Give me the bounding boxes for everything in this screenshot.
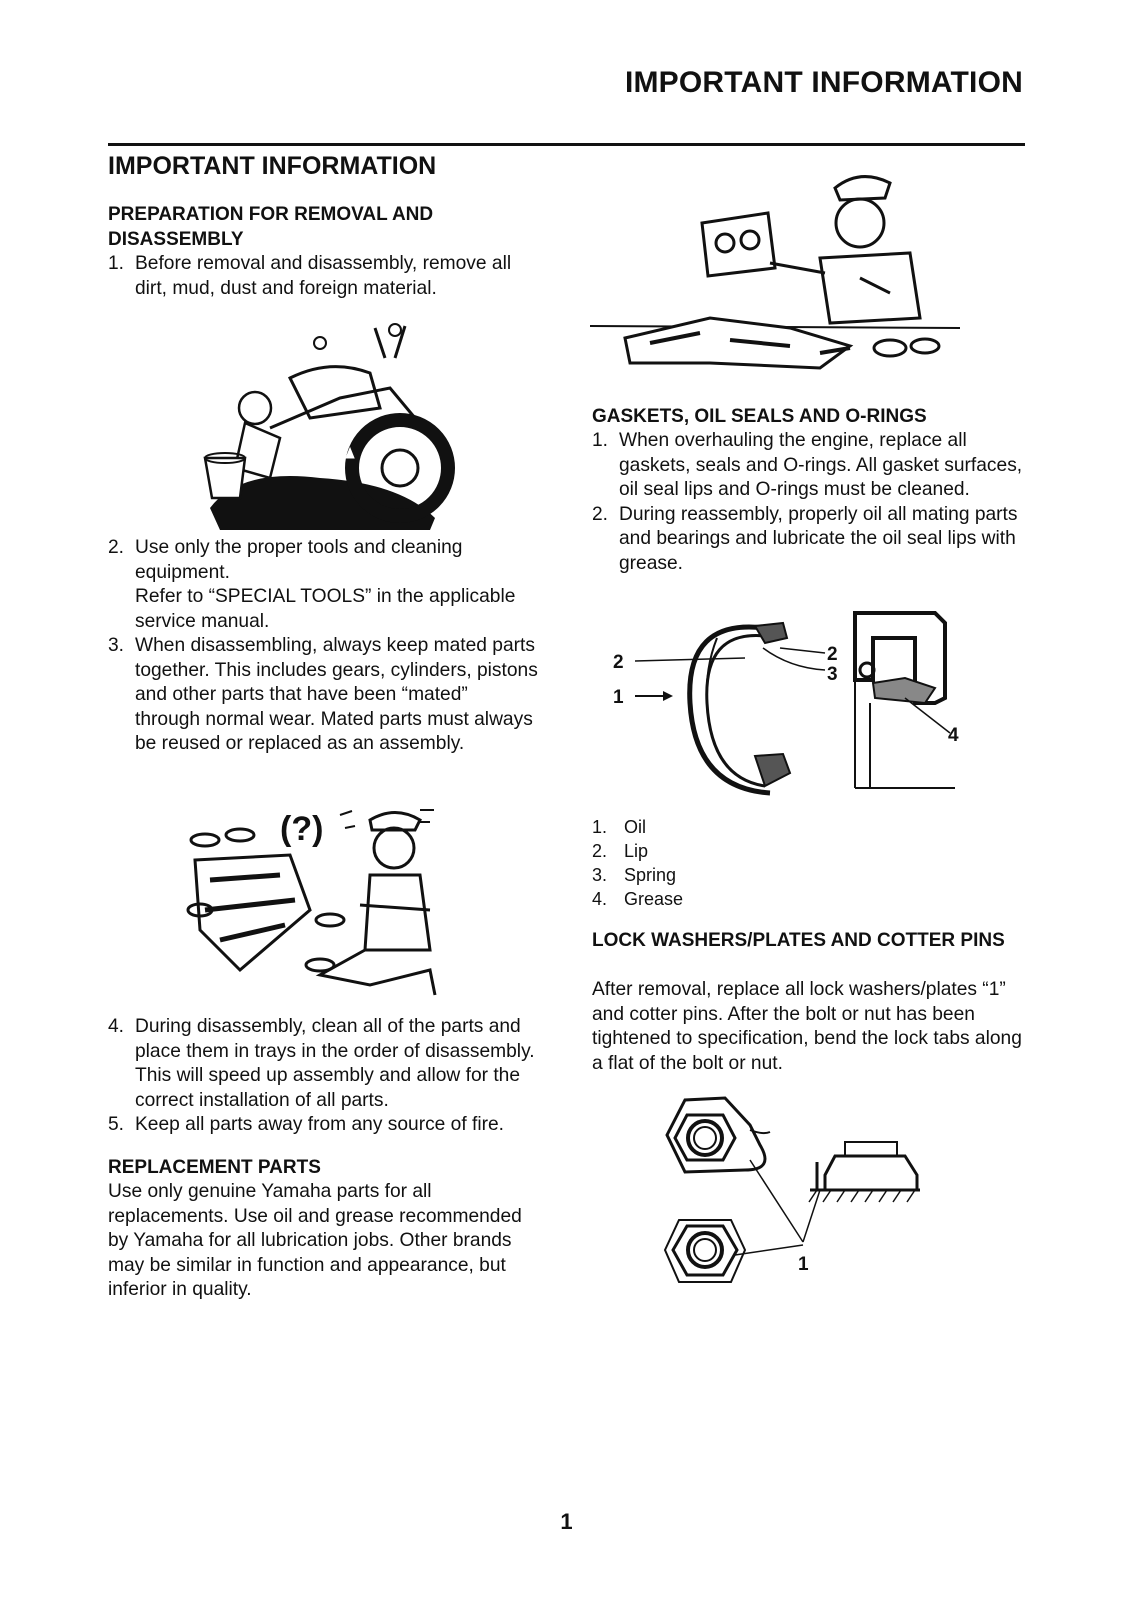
legend-number: 3. xyxy=(592,865,608,885)
page-title: IMPORTANT INFORMATION xyxy=(108,152,437,180)
list-number: 2. xyxy=(108,537,125,558)
seal-callout-1: 1 xyxy=(613,687,624,708)
motorcycle-washing-illustration xyxy=(203,323,455,530)
legend-item: 3. Spring xyxy=(592,863,892,887)
legend-item: 4. Grease xyxy=(592,887,892,911)
list-number: 3. xyxy=(108,635,125,656)
list-text: Use only the proper tools and cleaning e… xyxy=(135,537,463,583)
svg-text:(?): (?) xyxy=(280,810,323,848)
list-text: Before removal and disassembly, remove a… xyxy=(135,253,512,299)
seal-callout-2-left: 2 xyxy=(613,652,624,673)
legend-text: Grease xyxy=(624,889,684,909)
list-preparation-a: 1. Before removal and disassembly, remov… xyxy=(108,252,538,301)
page-number: 1 xyxy=(560,1509,573,1534)
mechanic-with-parts-illustration: (?) xyxy=(186,809,437,996)
list-item: 2. Use only the proper tools and cleanin… xyxy=(108,536,538,634)
oil-seal-diagram: 2 1 2 3 4 xyxy=(613,611,959,796)
list-text: When overhauling the engine, replace all… xyxy=(619,430,1023,500)
list-item: 1. Before removal and disassembly, remov… xyxy=(108,252,538,301)
seal-callout-2-right: 2 xyxy=(827,644,838,665)
legend-item: 1. Oil xyxy=(592,815,892,839)
list-item: 2. During reassembly, properly oil all m… xyxy=(592,503,1032,577)
legend-number: 1. xyxy=(592,817,608,837)
lock-washer-diagram: 1 xyxy=(663,1096,920,1283)
legend-text: Spring xyxy=(624,865,677,885)
list-preparation-c: 4. During disassembly, clean all of the … xyxy=(108,1015,538,1138)
list-item: 3. When disassembling, always keep mated… xyxy=(108,634,538,757)
section-heading-replacement-parts: REPLACEMENT PARTS xyxy=(108,1157,321,1178)
list-number: 5. xyxy=(108,1114,125,1135)
mechanic-holding-gasket-illustration xyxy=(589,175,961,370)
section-heading-lock-washers: LOCK WASHERS/PLATES AND COTTER PINS xyxy=(592,930,1005,951)
list-note: Refer to “SPECIAL TOOLS” in the applicab… xyxy=(135,586,516,632)
list-number: 1. xyxy=(592,430,609,451)
section-heading-preparation: PREPARATION FOR REMOVAL AND DISASSEMBLY xyxy=(108,204,434,250)
section-heading-gaskets: GASKETS, OIL SEALS AND O-RINGS xyxy=(592,406,927,427)
seal-callout-3: 3 xyxy=(827,664,838,685)
washer-callout-1: 1 xyxy=(798,1254,809,1275)
header-rule xyxy=(108,143,1025,146)
legend-item: 2. Lip xyxy=(592,839,892,863)
list-gaskets: 1. When overhauling the engine, replace … xyxy=(592,429,1032,576)
list-number: 1. xyxy=(108,253,125,274)
legend-text: Lip xyxy=(624,841,649,861)
seal-legend: 1. Oil 2. Lip 3. Spring 4. Grease xyxy=(592,815,892,911)
replacement-parts-text: Use only genuine Yamaha parts for all re… xyxy=(108,1181,522,1300)
legend-number: 4. xyxy=(592,889,608,909)
list-item: 5. Keep all parts away from any source o… xyxy=(108,1113,538,1138)
seal-callout-4: 4 xyxy=(948,725,959,746)
legend-text: Oil xyxy=(624,817,646,837)
list-text: During reassembly, properly oil all mati… xyxy=(619,503,1018,574)
list-number: 2. xyxy=(592,503,609,525)
lock-washers-text: After removal, replace all lock washers/… xyxy=(592,979,1022,1074)
list-text: Keep all parts away from any source of f… xyxy=(135,1114,504,1135)
list-text: During disassembly, clean all of the par… xyxy=(135,1016,535,1111)
list-item: 4. During disassembly, clean all of the … xyxy=(108,1015,538,1113)
list-text: When disassembling, always keep mated pa… xyxy=(135,635,538,754)
running-header-title: IMPORTANT INFORMATION xyxy=(624,66,1023,99)
legend-number: 2. xyxy=(592,841,608,861)
list-number: 4. xyxy=(108,1016,125,1037)
list-preparation-b: 2. Use only the proper tools and cleanin… xyxy=(108,536,538,757)
list-item: 1. When overhauling the engine, replace … xyxy=(592,429,1032,503)
